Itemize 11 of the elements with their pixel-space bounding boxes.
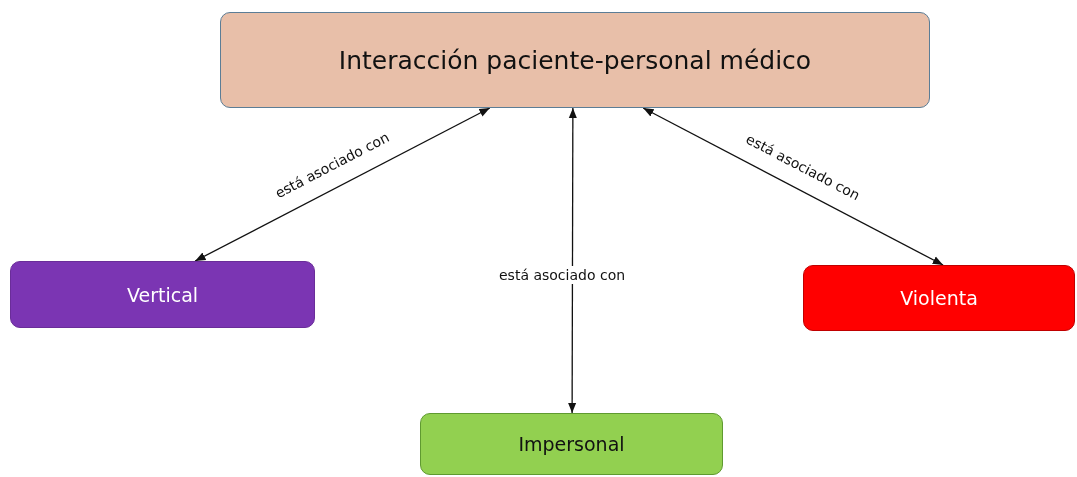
node-label: Vertical	[126, 283, 199, 306]
concept-box	[803, 265, 1075, 331]
double-arrow	[642, 107, 944, 266]
concept-box	[10, 261, 315, 328]
node-label: Impersonal	[518, 433, 625, 455]
node-label: Interacción paciente-personal médico	[338, 45, 812, 75]
node-label: Violenta	[900, 287, 978, 309]
double-arrow	[194, 107, 491, 262]
concept-box	[220, 12, 930, 108]
double-arrow	[567, 107, 577, 414]
concept-box	[420, 413, 723, 475]
